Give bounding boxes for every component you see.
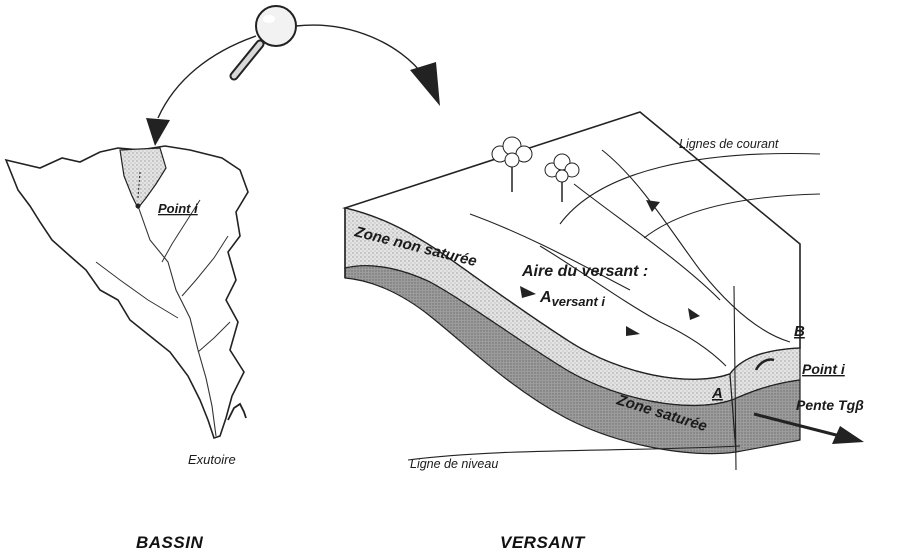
exutoire-label: Exutoire [188, 452, 236, 467]
pente-label: Pente Tgβ [796, 397, 864, 413]
river-main [138, 206, 216, 436]
zoom-arrow-left [158, 36, 256, 118]
hillslope-block [345, 112, 864, 470]
magnifier-glint [263, 15, 275, 23]
zoom-arrowhead-left [146, 118, 170, 146]
lignes-de-courant-label: Lignes de courant [679, 137, 779, 151]
ligne-de-niveau-label: Ligne de niveau [410, 457, 498, 471]
watershed-outline [6, 146, 248, 438]
aire-du-versant-label: Aire du versant : [521, 263, 648, 280]
contributing-area [120, 148, 166, 208]
point-i-versant-label: Point i [802, 361, 846, 377]
magnifier-handle-inner [234, 44, 260, 76]
point-a-label: A [711, 385, 723, 402]
watershed-basin [6, 146, 248, 438]
point-b-label: B [794, 323, 805, 340]
outlet-squiggle [228, 404, 246, 420]
bassin-title: BASSIN [136, 533, 203, 552]
river-branch-3 [96, 262, 178, 318]
point-i-basin-label: Point i [158, 201, 198, 216]
river-branch-4 [198, 322, 230, 352]
zoom-arrowhead-right [410, 62, 440, 106]
zoom-arrow-right [296, 25, 424, 76]
magnifier-lens [256, 6, 296, 46]
a-versant-subscript: versant i [552, 294, 606, 309]
a-versant-main: A [539, 289, 552, 306]
point-i-marker-basin [136, 204, 141, 209]
versant-title: VERSANT [500, 533, 586, 552]
river-branch-2 [182, 236, 228, 296]
slope-arrowhead [832, 426, 864, 444]
